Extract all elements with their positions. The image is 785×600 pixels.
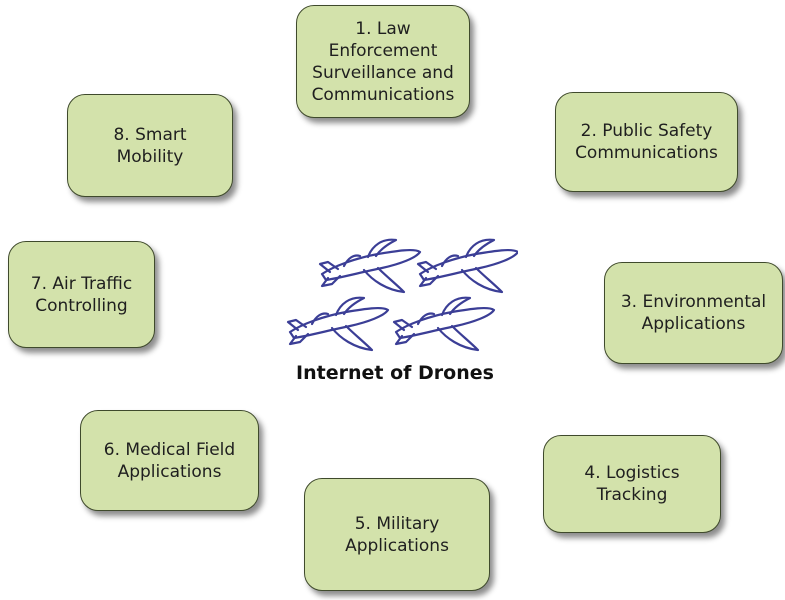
node-logistics: 4. Logistics Tracking bbox=[543, 435, 721, 533]
node-law-enforcement: 1. Law Enforcement Surveillance and Comm… bbox=[296, 5, 470, 118]
drone-icon bbox=[318, 238, 422, 294]
node-smart-mobility: 8. Smart Mobility bbox=[67, 94, 233, 197]
node-air-traffic: 7. Air Traffic Controlling bbox=[8, 241, 155, 348]
node-military: 5. Military Applications bbox=[304, 478, 490, 591]
center-title: Internet of Drones bbox=[296, 362, 494, 384]
node-medical: 6. Medical Field Applications bbox=[80, 410, 259, 511]
node-public-safety: 2. Public Safety Communications bbox=[555, 92, 738, 192]
drone-icon bbox=[286, 296, 390, 352]
node-environmental: 3. Environmental Applications bbox=[604, 262, 783, 364]
drone-icon bbox=[416, 238, 518, 294]
drones-illustration bbox=[286, 238, 518, 352]
drone-icon bbox=[392, 296, 496, 352]
